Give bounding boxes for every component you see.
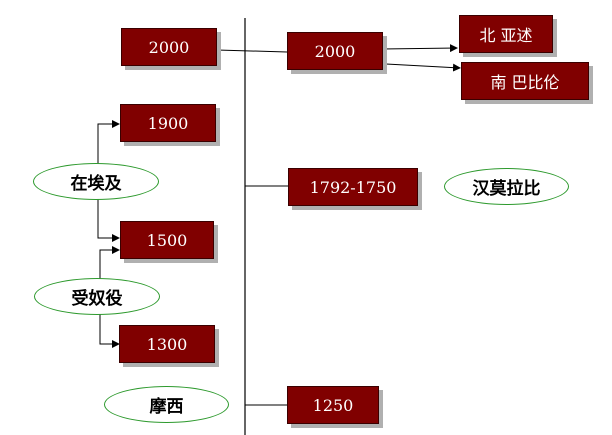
north-asia-box: 北 亚述 xyxy=(459,15,553,53)
year-box-2000-mid: 2000 xyxy=(287,32,383,70)
arrow-to-north-asia xyxy=(381,44,458,53)
connector-2000 xyxy=(216,49,288,53)
in-egypt-oval: 在埃及 xyxy=(33,163,159,200)
enslaved-oval: 受奴役 xyxy=(34,278,160,315)
moses-oval: 摩西 xyxy=(104,386,229,423)
year-box-1900: 1900 xyxy=(120,104,216,142)
year-box-1792-1750: 1792-1750 xyxy=(288,168,418,206)
year-box-1300: 1300 xyxy=(119,325,215,363)
arrow-to-south-babylon xyxy=(385,63,461,72)
arrow-to-1900 xyxy=(97,120,120,166)
year-box-2000-left: 2000 xyxy=(121,28,217,66)
hammurabi-oval: 汉莫拉比 xyxy=(444,168,569,205)
year-box-1500: 1500 xyxy=(120,221,214,259)
arrow-to-1500 xyxy=(97,197,120,242)
arrow-enslaved-to-1500 xyxy=(99,246,120,281)
south-babylon-box: 南 巴比伦 xyxy=(461,62,589,100)
arrow-to-1300 xyxy=(99,312,120,348)
year-box-1250: 1250 xyxy=(287,386,379,424)
